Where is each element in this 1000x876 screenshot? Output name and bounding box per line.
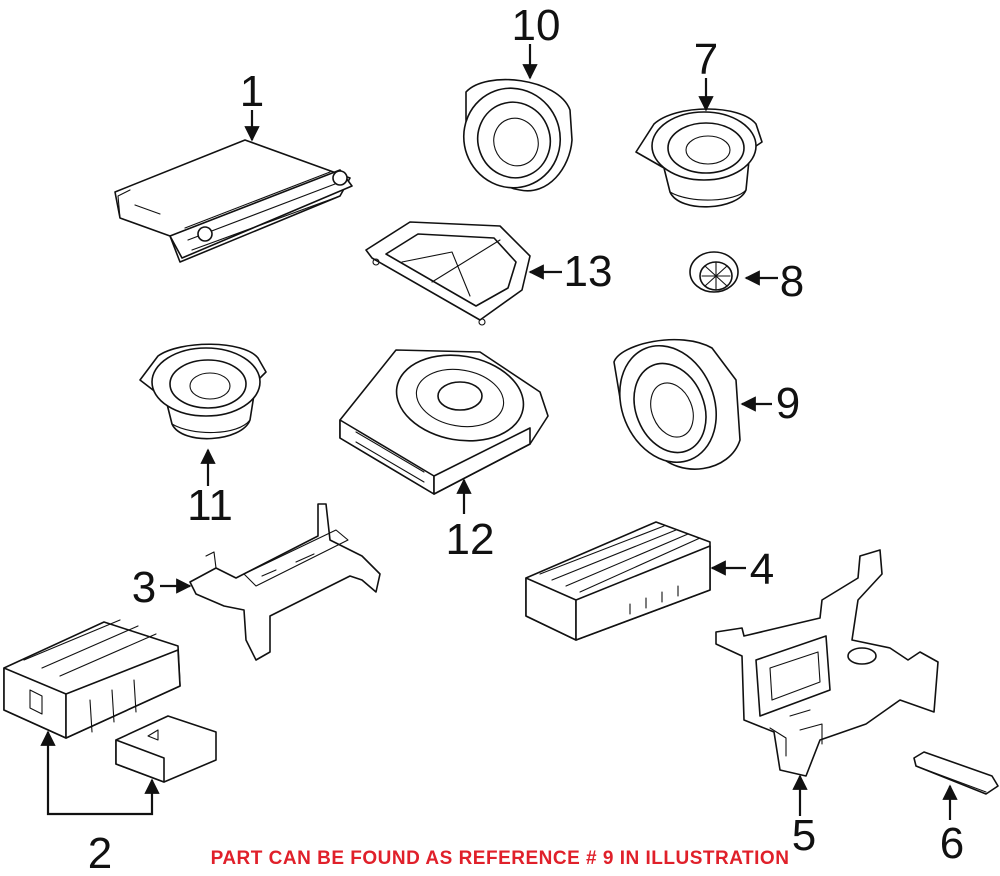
callout-3: 3	[132, 563, 156, 612]
callout-4: 4	[750, 545, 774, 594]
part-13-grille[interactable]	[365, 221, 531, 326]
callout-11: 11	[187, 481, 233, 530]
part-1-radio-unit[interactable]	[114, 139, 353, 263]
part-4-amplifier[interactable]	[525, 521, 711, 641]
part-3-bracket[interactable]	[189, 503, 381, 661]
callout-6: 6	[940, 819, 964, 868]
callout-1: 1	[240, 67, 264, 116]
part-2-cd-changer[interactable]	[3, 619, 181, 739]
callout-9: 9	[776, 379, 800, 428]
callout-12: 12	[446, 515, 495, 564]
callout-8: 8	[780, 257, 804, 306]
reference-notice: PART CAN BE FOUND AS REFERENCE # 9 IN IL…	[211, 848, 790, 869]
part-12-subwoofer[interactable]	[339, 346, 549, 495]
part-8-tweeter[interactable]	[689, 251, 739, 293]
callout-2: 2	[88, 829, 112, 876]
part-10-speaker[interactable]	[450, 75, 574, 202]
part-11-speaker[interactable]	[139, 343, 267, 440]
part-9-speaker[interactable]	[603, 331, 741, 477]
part-6-strip[interactable]	[913, 751, 999, 795]
callout-7: 7	[694, 35, 718, 84]
callout-5: 5	[792, 811, 816, 860]
part-2-control-module[interactable]	[115, 715, 217, 783]
part-7-speaker[interactable]	[635, 108, 763, 208]
callout-13: 13	[564, 247, 613, 296]
part-5-mounting-bracket[interactable]	[715, 549, 939, 777]
callout-10: 10	[512, 1, 561, 50]
leader-lines	[40, 44, 958, 820]
callout-numbers: 1 2 3 4 5 6 7 8 9 10 11 12 13	[88, 1, 964, 876]
